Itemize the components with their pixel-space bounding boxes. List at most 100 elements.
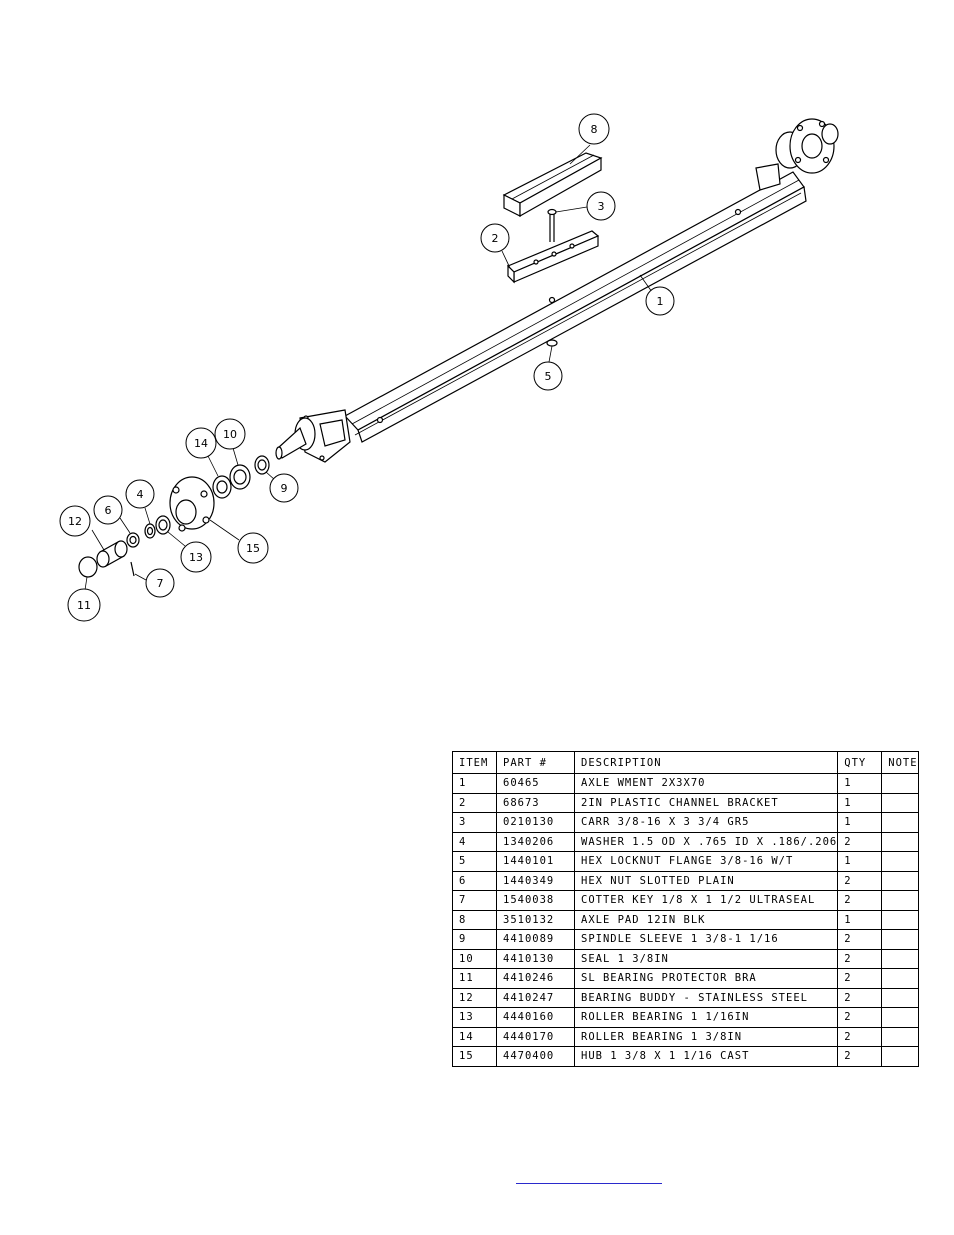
cell-note bbox=[881, 812, 919, 833]
callout-label: 14 bbox=[194, 437, 208, 450]
cell-item: 6 bbox=[452, 870, 497, 891]
cell-qty: 2 bbox=[837, 987, 883, 1008]
cell-description: WASHER 1.5 OD X .765 ID X .186/.206 bbox=[573, 831, 839, 852]
cell-note bbox=[881, 890, 919, 911]
cell-part-number: 4440170 bbox=[496, 1026, 575, 1047]
cell-note bbox=[881, 773, 919, 794]
cell-description: SPINDLE SLEEVE 1 3/8-1 1/16 bbox=[573, 929, 839, 950]
cell-note bbox=[881, 792, 919, 813]
cell-note bbox=[881, 948, 919, 969]
cell-item: 8 bbox=[452, 909, 497, 930]
callout-balloon: 4 bbox=[125, 479, 155, 509]
cell-description: BEARING BUDDY - STAINLESS STEEL bbox=[573, 987, 839, 1008]
cell-description: ROLLER BEARING 1 3/8IN bbox=[573, 1026, 839, 1047]
cell-description: SL BEARING PROTECTOR BRA bbox=[573, 968, 839, 989]
header-part-number: PART # bbox=[496, 751, 575, 774]
callout-label: 12 bbox=[68, 515, 82, 528]
cell-qty: 2 bbox=[837, 968, 883, 989]
spindle-sleeve bbox=[254, 455, 270, 475]
cell-part-number: 1440349 bbox=[496, 870, 575, 891]
cell-qty: 2 bbox=[837, 948, 883, 969]
callout-label: 4 bbox=[137, 488, 144, 501]
cell-qty: 1 bbox=[837, 812, 883, 833]
cell-item: 9 bbox=[452, 929, 497, 950]
callout-label: 13 bbox=[189, 551, 203, 564]
callout-balloon: 9 bbox=[269, 473, 299, 503]
cell-description: HUB 1 3/8 X 1 1/16 CAST bbox=[573, 1046, 839, 1067]
callout-balloon: 12 bbox=[59, 505, 91, 537]
cell-item: 10 bbox=[452, 948, 497, 969]
callout-balloon: 5 bbox=[533, 361, 563, 391]
exploded-assembly-drawing: 8 3 2 1 5 10 14 9 4 6 12 13 15 7 11 bbox=[59, 113, 839, 622]
cell-part-number: 1340206 bbox=[496, 831, 575, 852]
cell-note bbox=[881, 831, 919, 852]
callout-label: 8 bbox=[591, 123, 598, 136]
cell-part-number: 1540038 bbox=[496, 890, 575, 911]
slotted-hex-nut bbox=[126, 532, 140, 548]
callout-label: 7 bbox=[157, 577, 164, 590]
cell-part-number: 68673 bbox=[496, 792, 575, 813]
cell-note bbox=[881, 1046, 919, 1067]
cell-qty: 2 bbox=[837, 1026, 883, 1047]
cell-description: AXLE WMENT 2X3X70 bbox=[573, 773, 839, 794]
cell-part-number: 3510132 bbox=[496, 909, 575, 930]
seal bbox=[229, 464, 251, 490]
cell-qty: 2 bbox=[837, 890, 883, 911]
cell-item: 2 bbox=[452, 792, 497, 813]
callout-label: 6 bbox=[105, 504, 112, 517]
cell-part-number: 4410246 bbox=[496, 968, 575, 989]
callout-balloon: 1 bbox=[645, 286, 675, 316]
carriage-bolt bbox=[547, 208, 557, 242]
cell-qty: 2 bbox=[837, 870, 883, 891]
callout-label: 10 bbox=[223, 428, 237, 441]
cell-item: 7 bbox=[452, 890, 497, 911]
cell-item: 3 bbox=[452, 812, 497, 833]
cell-description: AXLE PAD 12IN BLK bbox=[573, 909, 839, 930]
axle-tube bbox=[344, 171, 807, 443]
cell-note bbox=[881, 1007, 919, 1028]
cell-note bbox=[881, 929, 919, 950]
cell-note bbox=[881, 987, 919, 1008]
callout-label: 2 bbox=[492, 232, 499, 245]
cell-part-number: 4440160 bbox=[496, 1007, 575, 1028]
callout-label: 1 bbox=[657, 295, 664, 308]
leader-lines bbox=[84, 144, 653, 591]
callout-label: 5 bbox=[545, 370, 552, 383]
cell-part-number: 4410089 bbox=[496, 929, 575, 950]
cell-item: 15 bbox=[452, 1046, 497, 1067]
callout-balloon: 14 bbox=[185, 427, 217, 459]
cotter-key bbox=[130, 561, 135, 577]
callout-label: 11 bbox=[77, 599, 91, 612]
spindle-flange-left bbox=[275, 409, 351, 463]
callout-balloon: 8 bbox=[578, 113, 610, 145]
cell-note bbox=[881, 909, 919, 930]
axle-pad bbox=[502, 152, 603, 218]
callout-label: 3 bbox=[598, 200, 605, 213]
callout-balloon: 6 bbox=[93, 495, 123, 525]
callout-balloon: 2 bbox=[480, 223, 510, 253]
cell-note bbox=[881, 968, 919, 989]
callout-balloon: 15 bbox=[237, 532, 269, 564]
roller-bearing-large bbox=[212, 475, 232, 499]
footer-link[interactable] bbox=[516, 1180, 662, 1184]
cell-description: HEX NUT SLOTTED PLAIN bbox=[573, 870, 839, 891]
cell-description: SEAL 1 3/8IN bbox=[573, 948, 839, 969]
bearing-buddy bbox=[96, 540, 128, 568]
cell-part-number: 4410130 bbox=[496, 948, 575, 969]
cell-note bbox=[881, 1026, 919, 1047]
hex-locknut bbox=[546, 339, 558, 347]
cell-qty: 1 bbox=[837, 773, 883, 794]
callout-balloon: 7 bbox=[145, 568, 175, 598]
cell-part-number: 4470400 bbox=[496, 1046, 575, 1067]
cell-qty: 2 bbox=[837, 1007, 883, 1028]
